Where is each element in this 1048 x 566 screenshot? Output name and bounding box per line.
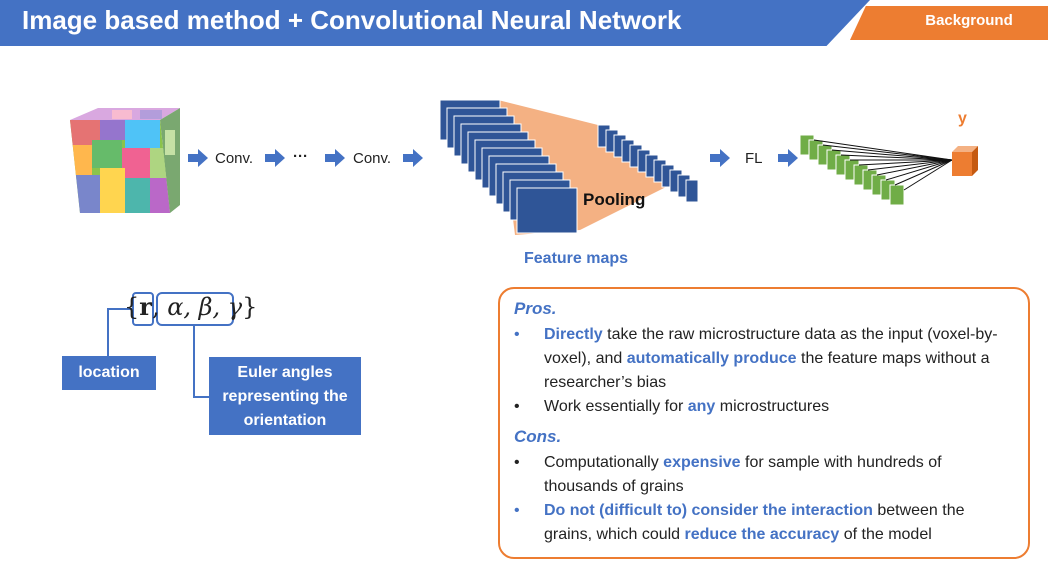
slide-title: Image based method + Convolutional Neura…: [22, 5, 682, 35]
arrow-3: [325, 149, 345, 167]
cons-item-2-text-2: of the model: [839, 526, 932, 543]
cons-heading: Cons.: [514, 427, 562, 446]
orientation-formula: {r, α, β, γ}: [124, 292, 257, 321]
microstructure-cube-image: [70, 108, 180, 213]
arrow-1: [188, 149, 208, 167]
cons-item-2: • Do not (difficult to) consider the inte…: [514, 499, 1016, 547]
section-tag-label: Background: [925, 12, 1013, 29]
pooling-label: Pooling: [583, 190, 646, 209]
bullet: •: [514, 502, 520, 519]
arrow-6: [778, 149, 798, 167]
arrow-5: [710, 149, 730, 167]
fc-connections: [813, 139, 953, 191]
fc-layer: [799, 134, 905, 206]
output-y-label: y: [958, 110, 967, 127]
pros-item-2-text-1: Work essentially for: [544, 398, 688, 415]
cons-item-1: • Computationally expensive for sample wi…: [514, 451, 1016, 499]
fl-label: FL: [745, 150, 763, 167]
pros-item-1: • Directly take the raw microstructure da…: [514, 323, 1016, 395]
pros-cons-box: Pros. • Directly take the raw microstruct…: [498, 287, 1030, 559]
output-node: [952, 146, 978, 176]
formula-open-brace: {: [124, 293, 140, 321]
euler-angles-label-box: Euler angles representing the orientatio…: [209, 357, 361, 435]
cons-item-2-highlight-1: Do not (difficult to) consider the inter…: [544, 502, 873, 519]
cons-item-1-text-1: Computationally: [544, 454, 664, 471]
pros-item-1-text-1: take the raw microstructure data as the …: [544, 326, 998, 367]
formula-euler-angles: α, β, γ: [159, 293, 243, 321]
bullet: •: [514, 398, 520, 415]
conv-label-2: Conv.: [353, 150, 392, 167]
cons-item-2-highlight-2: reduce the accuracy: [684, 526, 840, 543]
feature-maps-label: Feature maps: [524, 250, 629, 267]
pros-item-2-text-2: microstructures: [715, 398, 830, 415]
pros-item-2: • Work essentially for any microstructure…: [514, 395, 1016, 419]
cons-item-1-text-2: for sample with hundreds of thousands of…: [544, 454, 942, 495]
arrow-4: [403, 149, 423, 167]
formula-location-symbol: r: [139, 292, 152, 321]
section-tag: [850, 6, 1048, 40]
formula-callout-lines: [107, 292, 234, 398]
conv-label-1: Conv.: [215, 150, 254, 167]
pros-item-1-highlight-2: automatically produce: [626, 350, 797, 367]
bullet: •: [514, 454, 520, 471]
location-label-box: location: [62, 356, 156, 390]
cons-item-1-highlight: expensive: [663, 454, 741, 471]
pooled-vector: [597, 124, 699, 203]
cons-item-2-text-1: between the grains, which could: [544, 502, 965, 543]
pros-item-1-highlight-1: Directly: [544, 326, 603, 343]
pros-heading: Pros.: [514, 299, 557, 318]
title-bar: [0, 0, 870, 46]
feature-map-stack: [439, 99, 578, 234]
ellipsis-label: ···: [293, 148, 308, 165]
formula-close-brace: }: [242, 293, 258, 321]
bullet: •: [514, 326, 520, 343]
arrow-2: [265, 149, 285, 167]
formula-comma: ,: [151, 293, 160, 321]
pros-item-1-text-2: the feature maps without a researcher’s …: [544, 350, 990, 391]
pros-item-2-highlight: any: [687, 398, 716, 415]
